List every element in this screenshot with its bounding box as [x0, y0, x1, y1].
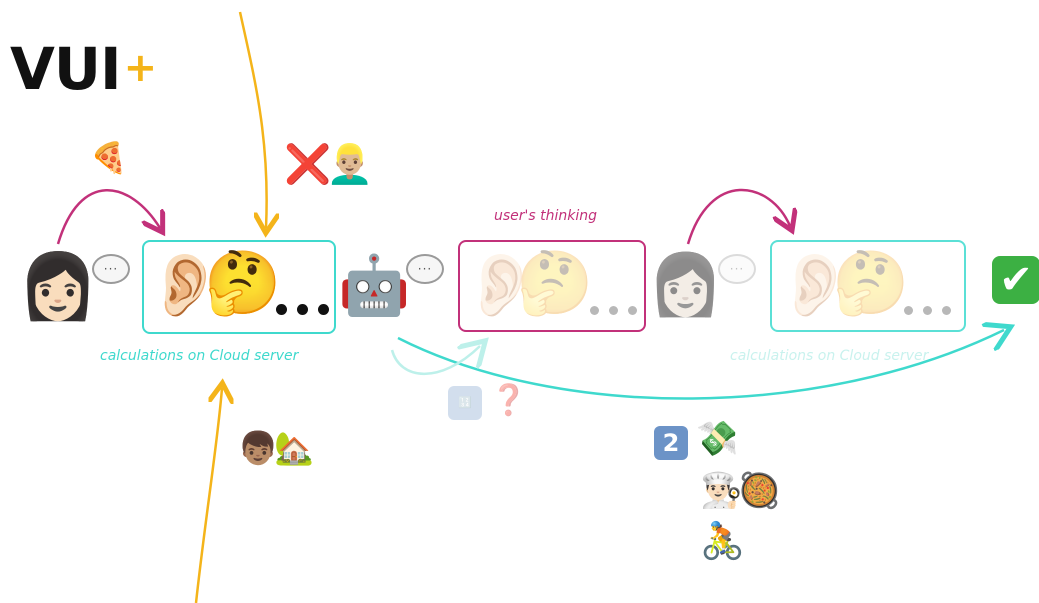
arrow-yellow-top: [238, 11, 267, 228]
thinking-faded-right-icon: 🤔: [832, 246, 910, 319]
speech-bubble-icon: ···: [92, 254, 130, 284]
arrow-user-to-listen-2: [686, 188, 790, 245]
caption-cloud-right: calculations on Cloud server: [730, 348, 929, 364]
caption-cloud-left: calculations on Cloud server: [100, 348, 299, 364]
arrow-yellow-bottom: [194, 388, 222, 603]
check-mark-icon: ✔: [992, 256, 1039, 304]
cloud-calc-box: [142, 240, 336, 334]
paella-icon: 🥘: [738, 471, 781, 511]
cross-icon: ❌: [284, 142, 332, 186]
number-two-keycap-icon: 2: [654, 426, 688, 460]
robot-speech-bubble-icon: ···: [406, 254, 444, 284]
ear-faded-icon: 👂🏻: [462, 248, 540, 321]
ellipsis-dots-grey: [590, 306, 637, 315]
cyclist-icon: 🚴: [700, 521, 745, 562]
house-icon: 🏡: [274, 429, 314, 467]
arrow-teal-faded: [390, 346, 480, 376]
thinking-face-icon: 🤔: [204, 246, 282, 319]
logo-text: VUI: [10, 35, 122, 103]
vui-logo: VUI+: [10, 40, 158, 98]
cook-icon: 👨🏻‍🍳: [700, 471, 743, 511]
logo-plus: +: [123, 45, 158, 91]
man-icon: 👱🏼‍♂️: [326, 142, 374, 186]
woman-faded-icon: 👩🏻: [648, 250, 723, 320]
users-thinking-box: [458, 240, 646, 332]
speech-bubble-faded-icon: ···: [718, 254, 756, 284]
money-wings-icon: 💸: [696, 419, 739, 459]
cloud-calc-box-right: [770, 240, 966, 332]
woman-icon: 👩🏻: [18, 250, 98, 324]
ear-faded-right-icon: 👂🏻: [776, 248, 854, 321]
arrow-user-to-listen: [56, 189, 160, 245]
ear-icon: 👂🏻: [146, 248, 224, 321]
pizza-icon: 🍕: [90, 141, 128, 176]
arrow-teal-main: [397, 330, 1004, 400]
ellipsis-dots-grey-right: [904, 306, 951, 315]
question-mark-icon: ❓: [490, 383, 528, 418]
boy-icon: 👦🏽: [238, 429, 278, 467]
robot-icon: 🤖: [338, 251, 411, 319]
thinking-faded-icon: 🤔: [516, 246, 594, 319]
caption-users-thinking: user's thinking: [494, 208, 598, 224]
numbers-keycap-icon: 🔢: [448, 386, 482, 420]
ellipsis-dots: [276, 304, 329, 315]
